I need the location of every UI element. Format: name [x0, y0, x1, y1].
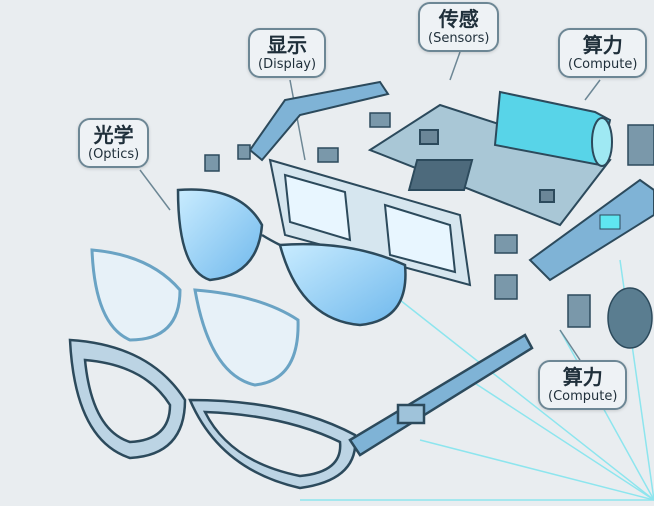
circuit-board	[367, 103, 612, 227]
battery	[493, 90, 613, 167]
optics-leader	[139, 169, 171, 211]
label-display-en: (Display)	[258, 57, 317, 72]
label-compute-bottom: 算力 (Compute)	[538, 360, 628, 410]
label-sensors: 传感 (Sensors)	[418, 2, 500, 52]
display-leader	[289, 79, 306, 161]
sensors-leader	[449, 51, 461, 81]
lens-frame	[176, 188, 407, 327]
display-module	[268, 158, 472, 287]
glow-rays	[300, 259, 654, 501]
label-compute-bottom-en: (Compute)	[548, 389, 618, 404]
label-optics-en: (Optics)	[88, 147, 140, 162]
label-compute-top: 算力 (Compute)	[558, 28, 648, 78]
label-compute-top-en: (Compute)	[568, 57, 638, 72]
compute-top-leader	[584, 79, 601, 101]
temple-arm-right	[528, 178, 654, 282]
small-components	[204, 112, 654, 349]
label-sensors-zh: 传感	[438, 7, 479, 31]
label-optics: 光学 (Optics)	[78, 118, 150, 168]
compute-bottom-leader	[559, 329, 581, 361]
temple-arm-top	[248, 80, 390, 162]
label-optics-zh: 光学	[93, 123, 134, 147]
label-compute-top-zh: 算力	[582, 33, 623, 57]
label-sensors-en: (Sensors)	[428, 31, 490, 46]
label-display-zh: 显示	[267, 33, 308, 57]
label-display: 显示 (Display)	[248, 28, 327, 78]
label-compute-bottom-zh: 算力	[562, 365, 603, 389]
main-frame	[68, 333, 534, 490]
clear-lens-frame	[90, 248, 300, 387]
